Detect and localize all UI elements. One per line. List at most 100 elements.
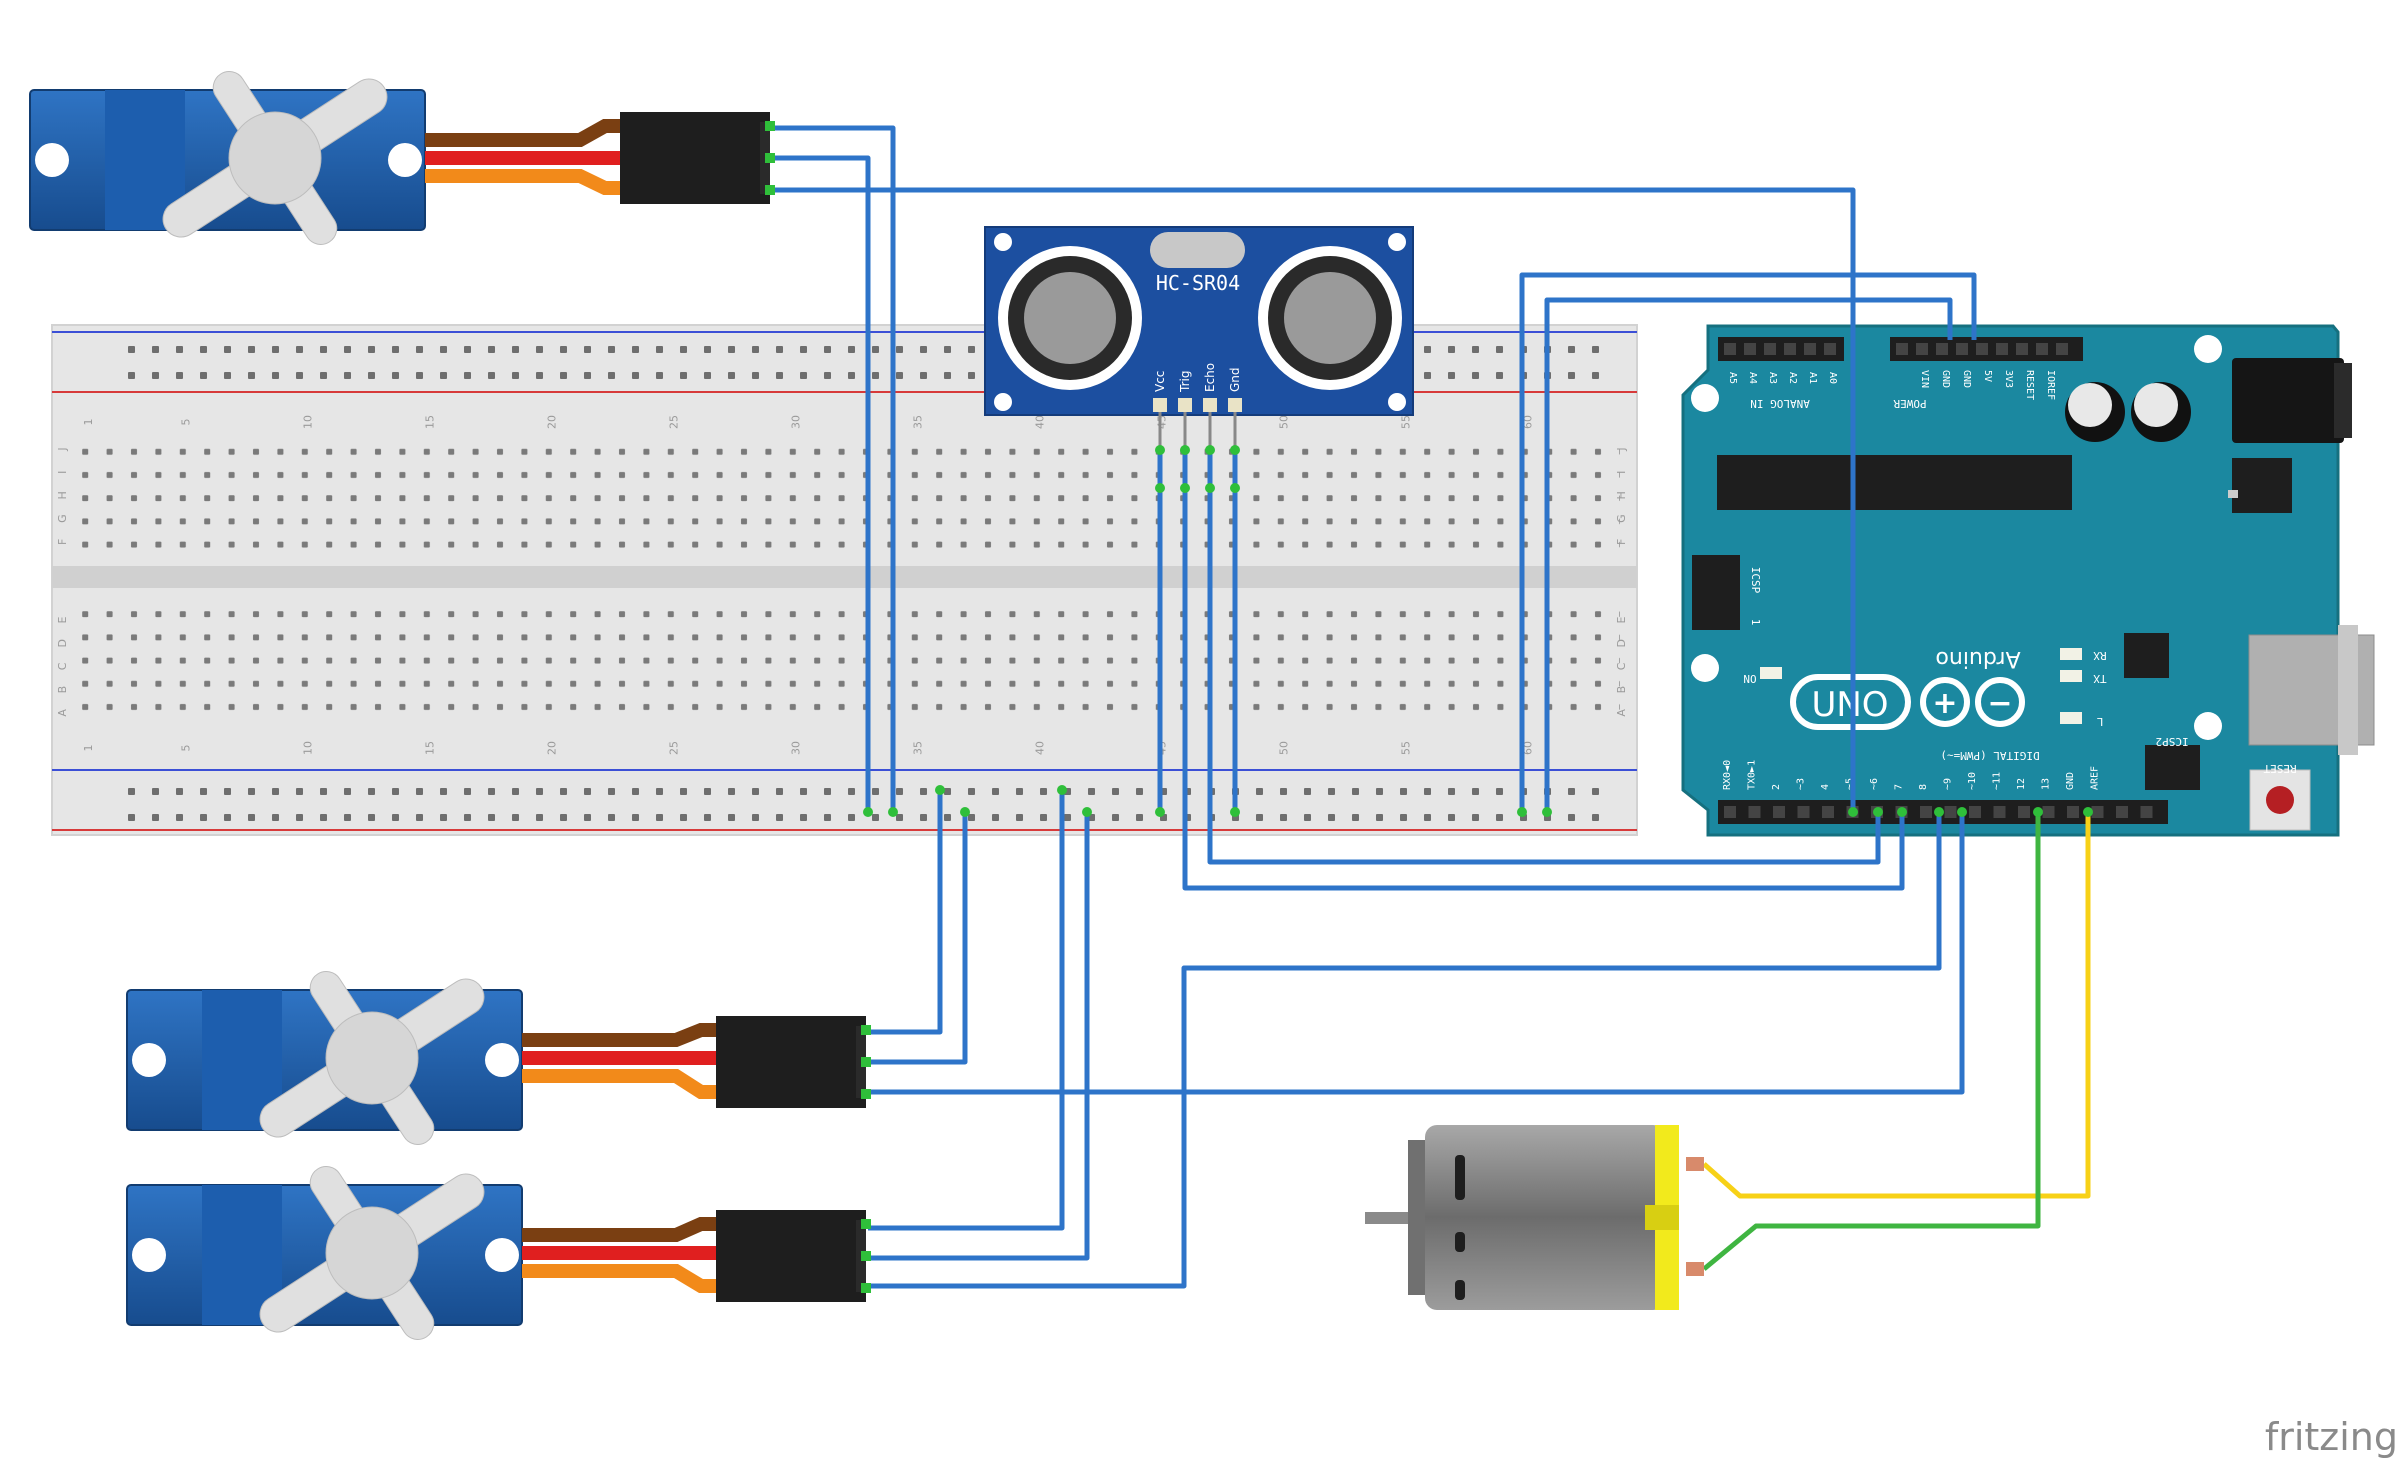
digital-pin (1724, 806, 1736, 818)
digital-pin (1822, 806, 1834, 818)
column-number: 35 (912, 415, 925, 429)
icsp-pin-one: 1 (1749, 619, 1762, 626)
servo-wire-orange (522, 1264, 716, 1293)
sensor-mount-hole (1388, 393, 1406, 411)
column-number: 35 (912, 741, 925, 755)
digital-pin-label: 12 (2016, 778, 2027, 790)
servo-connector (716, 1210, 866, 1302)
wire-endpoint (960, 807, 970, 817)
arduino-uno: UNO + − Arduino ANALOG IN POWER DIGITAL … (1681, 324, 2375, 837)
rx-label: RX (2093, 649, 2107, 662)
column-number: 55 (1400, 741, 1413, 755)
analog-pin (1764, 343, 1776, 355)
column-number: 60 (1522, 415, 1535, 429)
row-letter: C (1615, 662, 1628, 670)
analog-header-label: ANALOG IN (1750, 397, 1810, 410)
bottom-terminal-holes (80, 603, 1620, 720)
reset-label: RESET (2263, 762, 2296, 775)
servo-wire-brown (522, 1217, 716, 1242)
motor-body (1425, 1125, 1665, 1310)
sensor-pin (1178, 398, 1192, 412)
wire (770, 187, 1856, 812)
on-led (1760, 667, 1782, 679)
analog-pin (1784, 343, 1796, 355)
digital-pin-label: 4 (1820, 784, 1831, 790)
servo-connector-pin (861, 1089, 871, 1099)
digital-pin (1944, 806, 1957, 818)
wire-endpoint (1155, 483, 1165, 493)
servo (126, 1166, 871, 1340)
column-number: 25 (668, 741, 681, 755)
column-number: 45 (1156, 415, 1169, 429)
power-jack-tip (2334, 363, 2352, 438)
row-letter: H (56, 491, 69, 499)
digital-pin-label: 2 (1771, 784, 1782, 790)
sensor-pin-label: Trig (1178, 371, 1192, 393)
digital-pin (1748, 806, 1761, 818)
dc-motor (1365, 1125, 1704, 1310)
wire-endpoint (1848, 807, 1858, 817)
reset-button-cap[interactable] (2266, 786, 2294, 814)
row-letter: I (56, 471, 69, 474)
fritzing-watermark: fritzing (2265, 1415, 2398, 1459)
sensor-pin (1228, 398, 1242, 412)
wire (868, 790, 1065, 1231)
row-letter: A (1615, 709, 1628, 717)
column-number: 5 (180, 745, 193, 752)
row-letter: G (1615, 514, 1628, 523)
servo-connector-pin (861, 1283, 871, 1293)
wire (770, 125, 896, 812)
row-letter: B (1615, 686, 1628, 694)
wire-endpoint (1180, 445, 1190, 455)
icsp2-header (2145, 745, 2200, 790)
digital-pin (1920, 806, 1932, 818)
wire-endpoint (1230, 445, 1240, 455)
row-letter: J (56, 447, 69, 451)
analog-pin-label: A1 (1807, 372, 1818, 384)
rx-led (2060, 648, 2082, 660)
digital-pin (1773, 806, 1785, 818)
analog-pin-label: A3 (1767, 372, 1778, 384)
servo-connector-pin (765, 121, 775, 131)
wire-endpoint (1542, 807, 1552, 817)
motor-slot (1455, 1155, 1465, 1200)
bottom-rail-holes (122, 773, 1602, 825)
column-number: 10 (302, 741, 315, 755)
wire-endpoint (2033, 807, 2043, 817)
servo-horn-hub (325, 1011, 419, 1105)
crystal-oscillator (1150, 232, 1245, 268)
motor-end-cap-tab (1645, 1205, 1679, 1230)
mount-hole (1691, 384, 1719, 412)
voltage-regulator (2232, 458, 2292, 513)
wire (1519, 272, 1977, 812)
power-pin (1996, 343, 2008, 355)
digital-pin (2091, 806, 2104, 818)
on-label: ON (1743, 672, 1756, 685)
digital-pin-label: ~9 (1943, 778, 1954, 790)
icsp2-label: ICSP2 (2155, 735, 2188, 748)
digital-pin-label: ~3 (1796, 778, 1807, 790)
digital-pin-label: 13 (2041, 778, 2052, 790)
column-number: 20 (546, 741, 559, 755)
mount-hole (2194, 335, 2222, 363)
digital-pin-label: ~5 (1845, 778, 1856, 790)
column-number: 15 (424, 415, 437, 429)
power-pin-label: 3V3 (2003, 370, 2014, 388)
motor-slot (1455, 1232, 1465, 1252)
infinity-left (1920, 677, 1970, 727)
servo-connector (620, 112, 770, 204)
row-letter: F (56, 539, 69, 545)
regulator-pin (2228, 490, 2238, 498)
column-number: 30 (790, 741, 803, 755)
wire-endpoint (1957, 807, 1967, 817)
wire-endpoint (1155, 807, 1165, 817)
row-letter: J (1615, 447, 1628, 451)
l-led (2060, 712, 2082, 724)
row-letter: B (56, 686, 69, 694)
power-pin-label: 5V (1982, 370, 1993, 382)
power-pin (1936, 343, 1948, 355)
icsp-label: ICSP (1749, 567, 1762, 594)
row-letter: D (1615, 639, 1628, 647)
motor-slot (1455, 1280, 1465, 1300)
